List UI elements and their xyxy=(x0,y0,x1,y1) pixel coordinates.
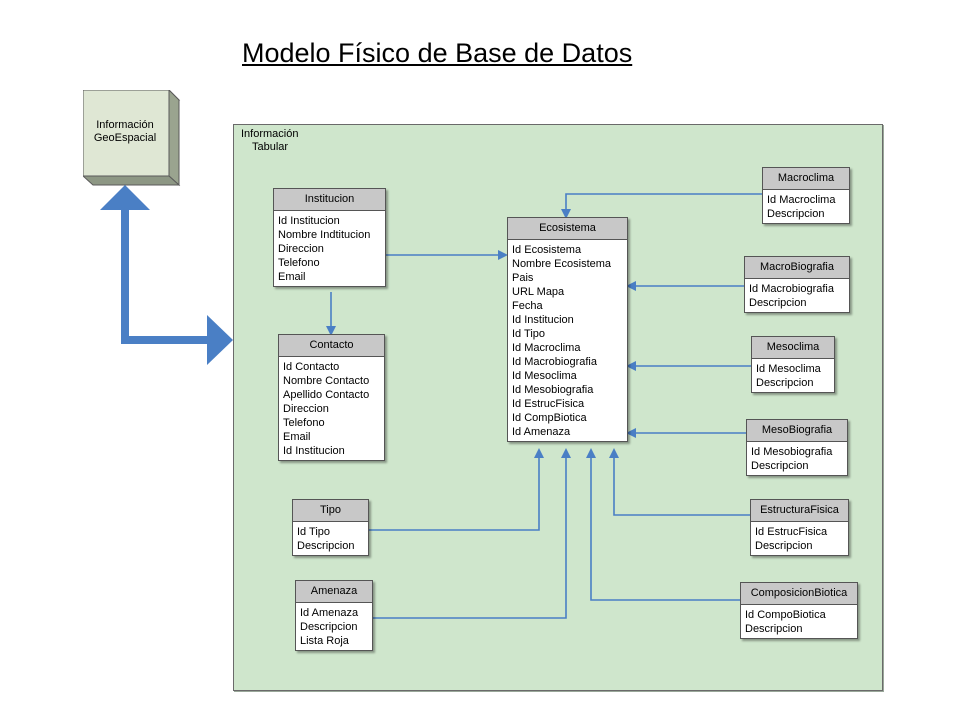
entity-estructurafisica-fields: Id EstrucFisica Descripcion xyxy=(751,522,848,555)
entity-mesoclima-fields: Id Mesoclima Descripcion xyxy=(752,359,834,392)
entity-institucion-fields: Id Institucion Nombre Indtitucion Direcc… xyxy=(274,211,385,286)
entity-field: Nombre Ecosistema xyxy=(512,258,612,270)
entity-field: Id Mesoclima xyxy=(756,363,821,375)
entity-field: Id Institucion xyxy=(283,445,345,457)
entity-field: Id CompBiotica xyxy=(512,412,587,424)
entity-field: Id Macrobiografia xyxy=(749,283,834,295)
link-estructura-ecosistema xyxy=(609,448,750,516)
panel-label: Información Tabular xyxy=(241,128,298,154)
entity-field: Descripcion xyxy=(745,623,803,635)
entity-institucion[interactable]: Institucion Id Institucion Nombre Indtit… xyxy=(273,188,386,287)
entity-ecosistema-fields: Id Ecosistema Nombre Ecosistema Pais URL… xyxy=(508,240,627,441)
entity-field: Descripcion xyxy=(300,621,358,633)
entity-macrobiografia-title: MacroBiografia xyxy=(745,257,849,279)
entity-composicionbiotica[interactable]: ComposicionBiotica Id CompoBiotica Descr… xyxy=(740,582,858,639)
entity-estructurafisica[interactable]: EstructuraFisica Id EstrucFisica Descrip… xyxy=(750,499,849,556)
entity-mesobiografia[interactable]: MesoBiografia Id Mesobiografia Descripci… xyxy=(746,419,848,476)
entity-field: Nombre Contacto xyxy=(283,375,370,387)
entity-field: Id Macroclima xyxy=(767,194,836,206)
entity-contacto-fields: Id Contacto Nombre Contacto Apellido Con… xyxy=(279,357,384,460)
entity-field: Id Macrobiografia xyxy=(512,356,597,368)
panel-label-line1: Información xyxy=(241,128,299,140)
entity-amenaza-fields: Id Amenaza Descripcion Lista Roja xyxy=(296,603,372,650)
entity-field: Email xyxy=(278,271,306,283)
entity-field: Nombre Indtitucion xyxy=(278,229,371,241)
entity-field: Fecha xyxy=(512,300,543,312)
entity-field: Id EstrucFisica xyxy=(755,526,828,538)
entity-ecosistema-title: Ecosistema xyxy=(508,218,627,240)
geo-box-line2: GeoEspacial xyxy=(93,132,157,144)
entity-field: Id Institucion xyxy=(278,215,340,227)
entity-field: Telefono xyxy=(283,417,325,429)
link-macroclima-ecosistema xyxy=(561,193,762,219)
entity-mesobiografia-title: MesoBiografia xyxy=(747,420,847,442)
entity-macroclima-title: Macroclima xyxy=(763,168,849,190)
geo-box-label: Información GeoEspacial xyxy=(85,119,165,145)
entity-field: Descripcion xyxy=(751,460,809,472)
entity-field: Descripcion xyxy=(767,208,825,220)
entity-field: Lista Roja xyxy=(300,635,349,647)
entity-mesoclima-title: Mesoclima xyxy=(752,337,834,359)
entity-composicionbiotica-title: ComposicionBiotica xyxy=(741,583,857,605)
entity-field: Id Contacto xyxy=(283,361,340,373)
entity-tipo[interactable]: Tipo Id Tipo Descripcion xyxy=(292,499,369,556)
entity-field: URL Mapa xyxy=(512,286,565,298)
entity-institucion-title: Institucion xyxy=(274,189,385,211)
entity-macroclima[interactable]: Macroclima Id Macroclima Descripcion xyxy=(762,167,850,224)
entity-field: Id Amenaza xyxy=(300,607,359,619)
entity-macrobiografia-fields: Id Macrobiografia Descripcion xyxy=(745,279,849,312)
link-composicion-ecosistema xyxy=(586,448,740,601)
entity-field: Pais xyxy=(512,272,534,284)
link-tipo-ecosistema xyxy=(367,448,544,531)
entity-field: Id Mesobiografia xyxy=(751,446,833,458)
entity-field: Id CompoBiotica xyxy=(745,609,826,621)
entity-field: Descripcion xyxy=(755,540,813,552)
entity-field: Descripcion xyxy=(749,297,807,309)
entity-ecosistema[interactable]: Ecosistema Id Ecosistema Nombre Ecosiste… xyxy=(507,217,628,442)
entity-field: Id Tipo xyxy=(297,526,331,538)
entity-field: Direccion xyxy=(283,403,329,415)
entity-field: Telefono xyxy=(278,257,320,269)
entity-field: Id EstrucFisica xyxy=(512,398,585,410)
entity-contacto[interactable]: Contacto Id Contacto Nombre Contacto Ape… xyxy=(278,334,385,461)
entity-mesoclima[interactable]: Mesoclima Id Mesoclima Descripcion xyxy=(751,336,835,393)
entity-amenaza-title: Amenaza xyxy=(296,581,372,603)
entity-field: Apellido Contacto xyxy=(283,389,370,401)
entity-field: Id Institucion xyxy=(512,314,574,326)
entity-macroclima-fields: Id Macroclima Descripcion xyxy=(763,190,849,223)
entity-field: Id Tipo xyxy=(512,328,546,340)
entity-field: Direccion xyxy=(278,243,324,255)
entity-field: Id Macroclima xyxy=(512,342,581,354)
entity-field: Descripcion xyxy=(756,377,814,389)
entity-amenaza[interactable]: Amenaza Id Amenaza Descripcion Lista Roj… xyxy=(295,580,373,651)
page-title: Modelo Físico de Base de Datos xyxy=(242,38,633,68)
entity-field: Descripcion xyxy=(297,540,355,552)
geo-box-3d-shape xyxy=(83,90,181,187)
entity-macrobiografia[interactable]: MacroBiografia Id Macrobiografia Descrip… xyxy=(744,256,850,313)
entity-tipo-title: Tipo xyxy=(293,500,368,522)
entity-estructurafisica-title: EstructuraFisica xyxy=(751,500,848,522)
panel-label-line2: Tabular xyxy=(252,141,289,153)
entity-field: Id Mesoclima xyxy=(512,370,577,382)
entity-composicionbiotica-fields: Id CompoBiotica Descripcion xyxy=(741,605,857,638)
geo-link-arrow xyxy=(100,185,233,365)
entity-field: Id Ecosistema xyxy=(512,244,582,256)
entity-contacto-title: Contacto xyxy=(279,335,384,357)
entity-field: Email xyxy=(283,431,311,443)
geo-box-line1: Información xyxy=(96,119,154,131)
entity-field: Id Mesobiografia xyxy=(512,384,594,396)
entity-field: Id Amenaza xyxy=(512,426,571,438)
entity-tipo-fields: Id Tipo Descripcion xyxy=(293,522,368,555)
entity-mesobiografia-fields: Id Mesobiografia Descripcion xyxy=(747,442,847,475)
link-amenaza-ecosistema xyxy=(371,448,571,619)
